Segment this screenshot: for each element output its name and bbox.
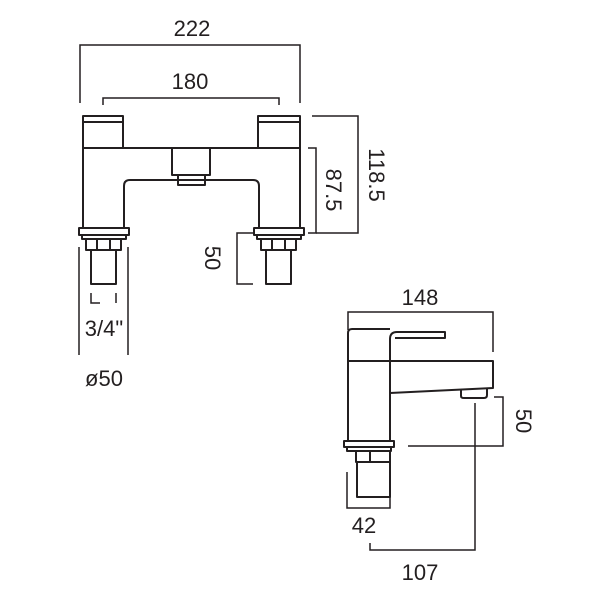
dimension-label: 118.5 [364, 148, 389, 201]
bath-filler-drawing: 222 180 87.5 118.5 50 3/4" ø50 [78, 16, 389, 391]
dimension-180: 180 [102, 69, 280, 105]
dimension-222: 222 [79, 16, 301, 103]
basin-tap-outline [343, 328, 494, 498]
thread-label: 3/4" [85, 316, 123, 341]
right-mount [253, 227, 305, 285]
dimension-148: 148 [347, 285, 494, 352]
dimension-diameter: 3/4" ø50 [78, 247, 129, 391]
left-mount [78, 227, 130, 285]
dimension-118-5: 118.5 [312, 115, 389, 234]
dimension-50-clearance: 50 [408, 396, 536, 447]
bath-filler-outline [78, 115, 305, 285]
dimension-label: 180 [172, 69, 209, 94]
dimension-label: 50 [200, 246, 225, 270]
dimension-87-5: 87.5 [308, 147, 346, 234]
dimension-label: 148 [402, 285, 439, 310]
dimension-107: 107 [369, 403, 476, 585]
dimension-label: 107 [402, 560, 439, 585]
basin-tap-drawing: 148 50 42 107 [343, 285, 536, 585]
dimension-label: ø50 [85, 366, 123, 391]
dimension-50-shank: 50 [200, 232, 253, 285]
dimension-label: 42 [352, 513, 376, 538]
dimension-42: 42 [346, 472, 391, 538]
dimension-label: 222 [174, 16, 211, 41]
dimension-label: 87.5 [321, 169, 346, 212]
dimension-label: 50 [511, 409, 536, 433]
